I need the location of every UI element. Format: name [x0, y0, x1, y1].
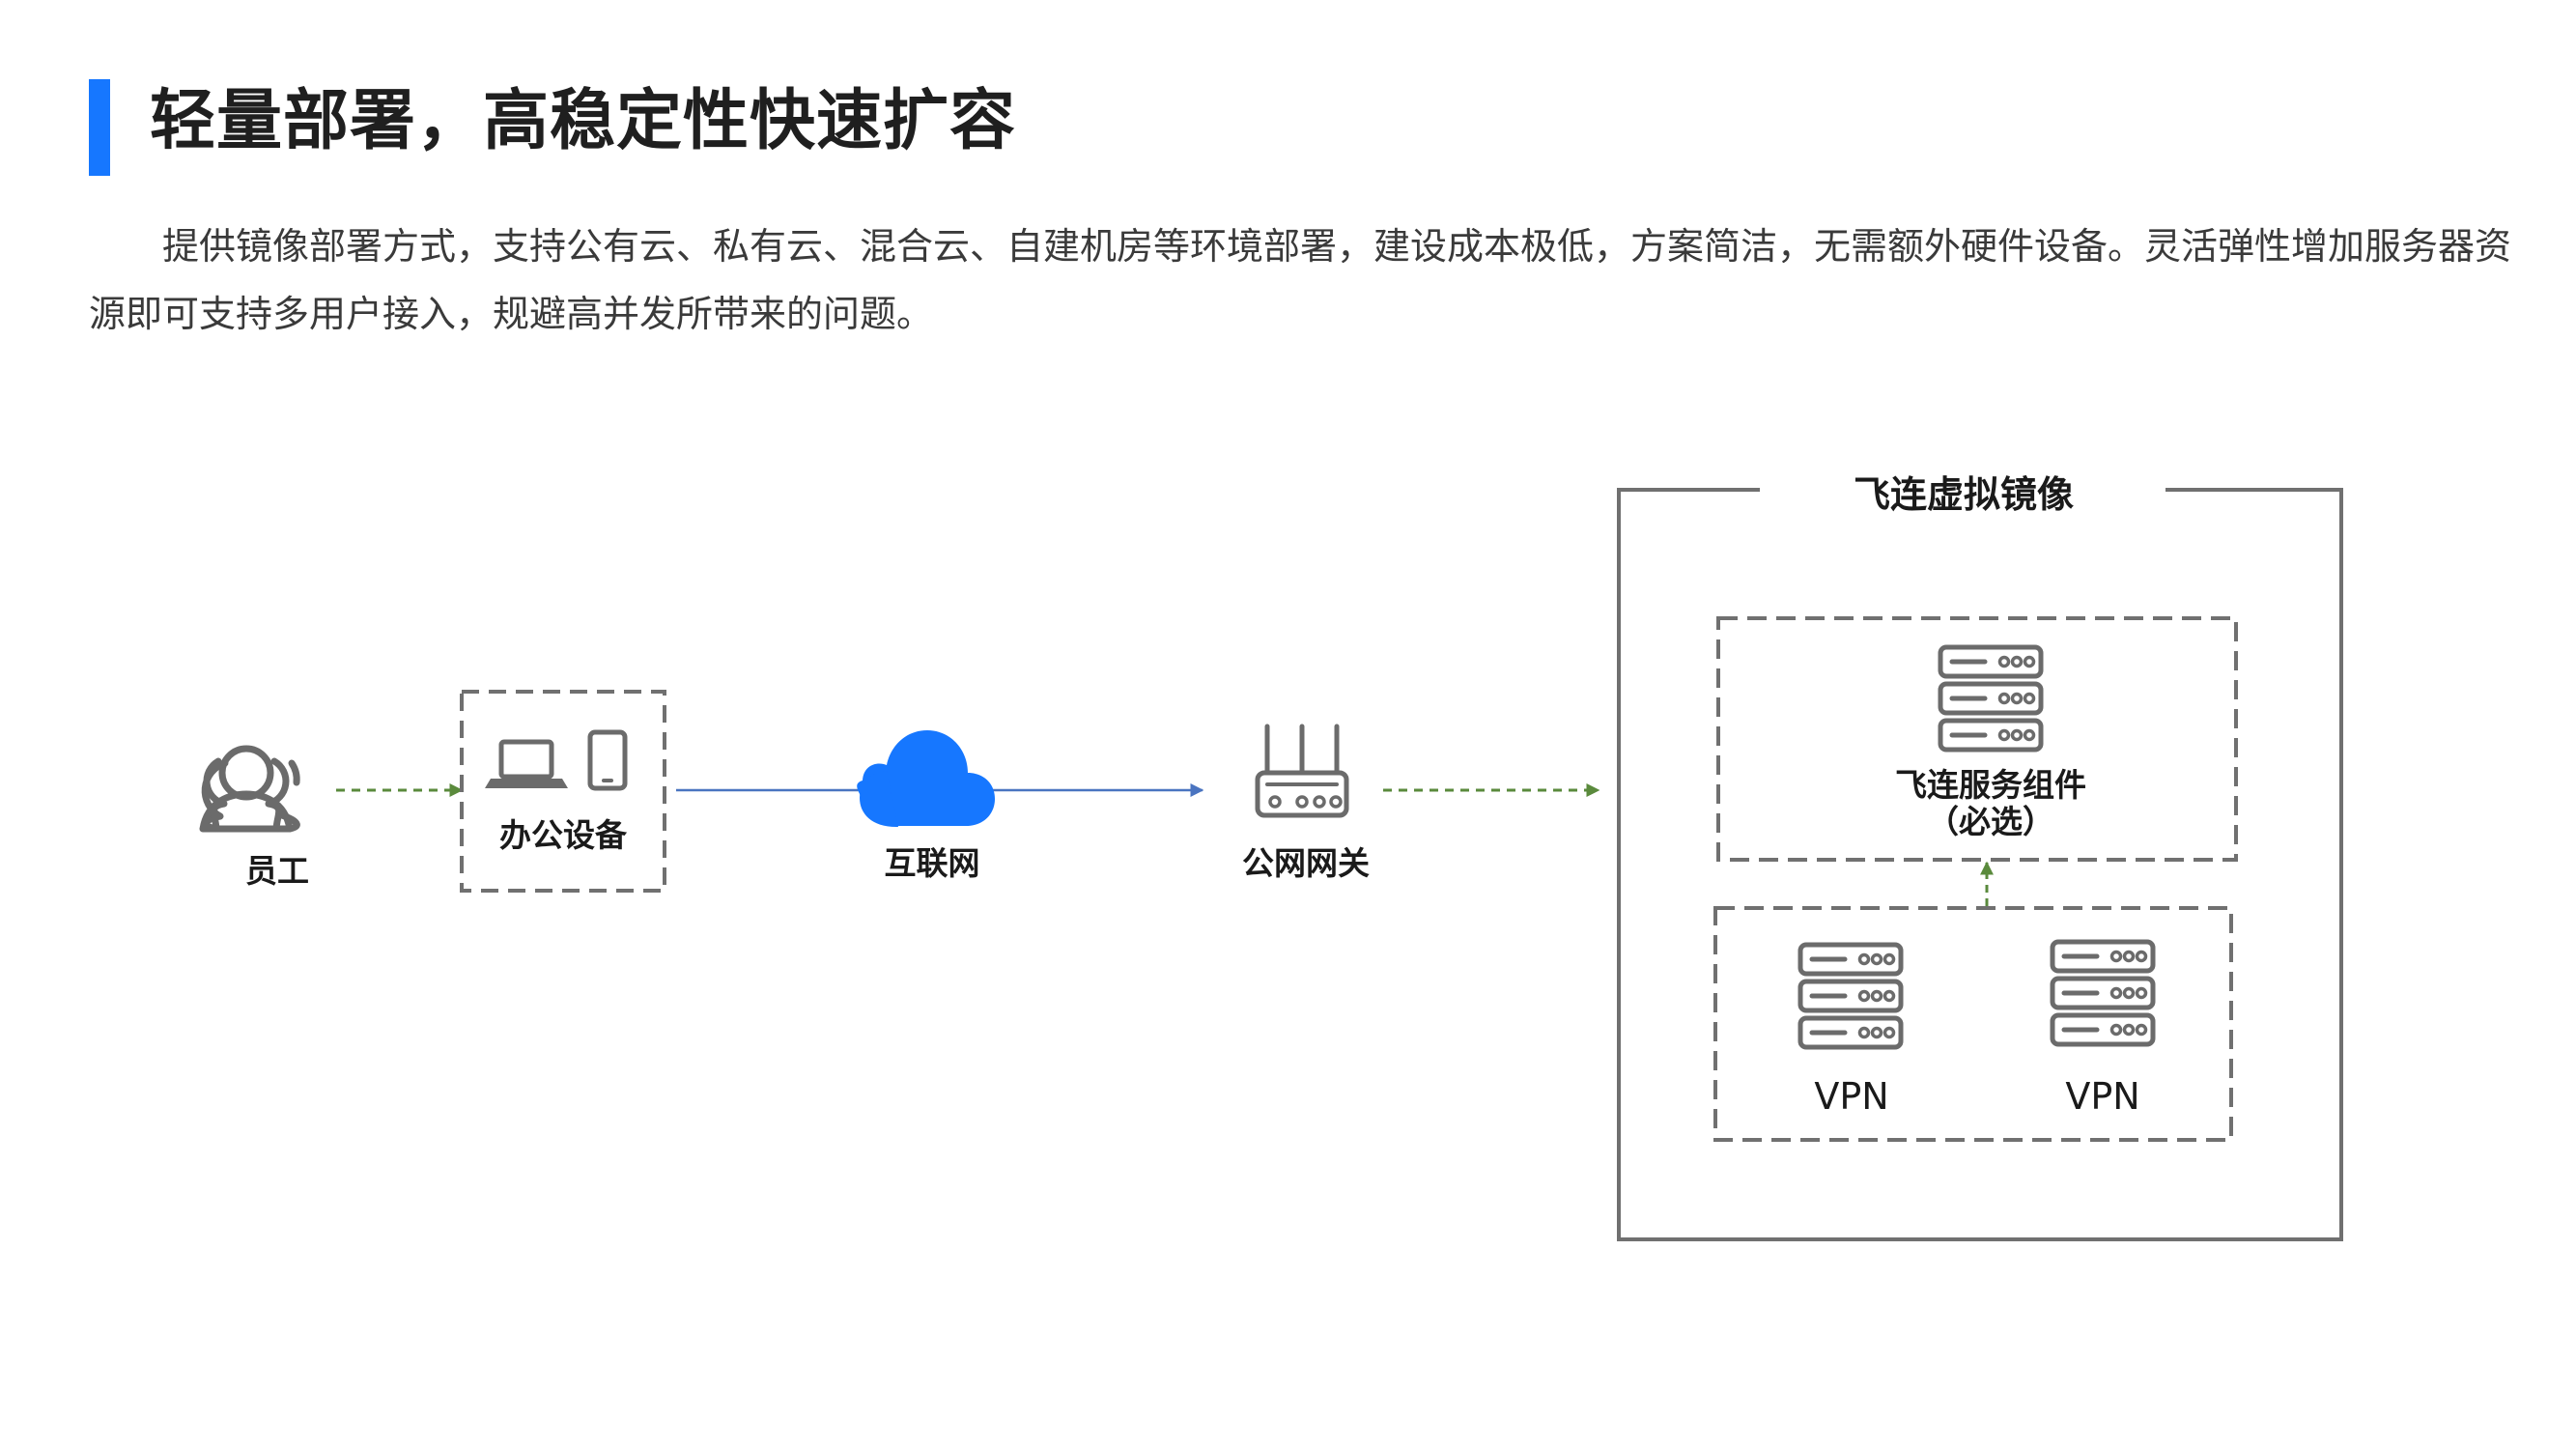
employee-label: 员工 [245, 852, 309, 890]
vpn-label-1: VPN [1814, 1075, 1888, 1118]
mirror-title: 飞连虚拟镜像 [1854, 473, 2074, 516]
page-description: 提供镜像部署方式，支持公有云、私有云、混合云、自建机房等环境部署，建设成本极低，… [89, 225, 2512, 335]
phone-icon [587, 729, 628, 791]
server-icon [2052, 942, 2153, 1044]
router-icon [1255, 724, 1349, 818]
service-box [1716, 616, 2238, 862]
vpn-label-2: VPN [2065, 1075, 2139, 1118]
server-icon [1940, 647, 2041, 750]
internet-label: 互联网 [885, 844, 980, 882]
users-icon-back [203, 757, 290, 833]
office-devices-label: 办公设备 [499, 816, 628, 854]
mirror-frame [1617, 488, 2343, 1241]
page-title: 轻量部署，高稳定性快速扩容 [150, 83, 1017, 159]
server-icon [1800, 945, 1901, 1047]
service-label: 飞连服务组件 [1895, 766, 2086, 804]
cloud-icon-edge [860, 771, 898, 827]
laptop-icon [485, 739, 568, 788]
service-sublabel: （必选） [1927, 803, 2054, 840]
office-devices-box [460, 690, 666, 893]
title-accent-bar [89, 79, 110, 176]
gateway-label: 公网网关 [1242, 844, 1370, 882]
vpn-box [1713, 906, 2233, 1142]
